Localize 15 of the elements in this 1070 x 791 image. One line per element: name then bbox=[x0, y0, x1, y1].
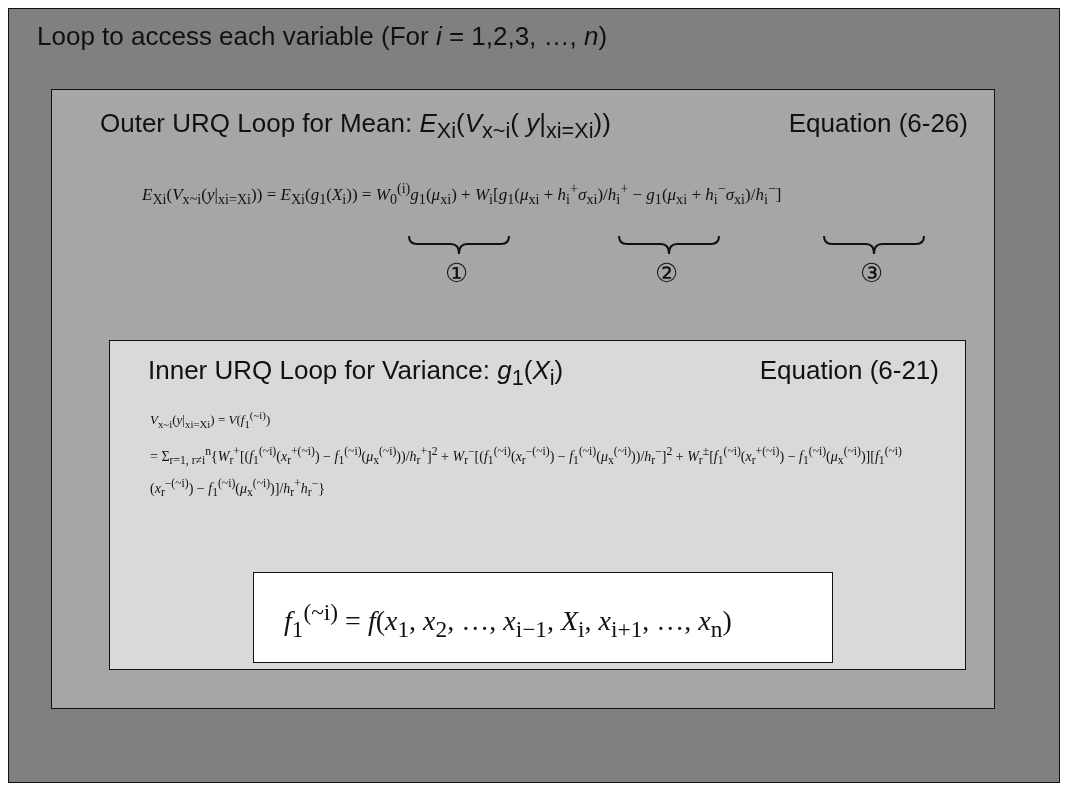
formula: f$_{1}$$^{(~i)}$ = f(x$_{1}$, x$_{2}$, …, x$_{i−1}$, X$_{i}$, x$_{i+1}$, …, x$_{n}$) bbox=[284, 599, 732, 643]
callout-number: ③ bbox=[860, 258, 884, 288]
loop-heading: Outer URQ Loop for Mean: E$_{Xi}$(V$_{x~i}$( y|$_{xi=Xi}$)) bbox=[100, 108, 611, 145]
callout-number: ① bbox=[445, 258, 469, 288]
loop-heading: Inner URQ Loop for Variance: g$_{1}$(X$_{i}$) bbox=[148, 355, 564, 392]
inner-urq-box bbox=[109, 340, 966, 670]
equation: E$_{Xi}$(V$_{x~i}$(y|$_{xi=Xi}$)) = E$_{Xi}$(g$_{1}$(X$_{i}$)) = W$_{0}$$^{(i)}$g$_{1}$(μ$_{xi}$) + W$_{i}$[g$_{1}$(μ$_{xi}$ + h$_{i}$$^{+}$σ$_{xi}$)/h$_{i}$$^{+}$ − g$_{1}$(μ$_{xi}$ + h$_{i}$$^{−}$σ$_{xi}$)/h$_{i}$$^{−}$] bbox=[142, 180, 782, 209]
loop-heading: Loop to access each variable (For i = 1,2,3, …, n) bbox=[37, 21, 608, 52]
equation-number: Equation (6-26) bbox=[788, 108, 968, 139]
outer-urq-box bbox=[51, 89, 995, 709]
equation-number: Equation (6-21) bbox=[759, 355, 939, 386]
equation: V$_{x~i}$(y|$_{xi=Xi}$) = V(f$_{1}$$^{(~i)}$) bbox=[150, 409, 271, 430]
callout-number: ② bbox=[655, 258, 679, 288]
outer-loop-box bbox=[8, 8, 1060, 783]
formula-box bbox=[253, 572, 833, 663]
